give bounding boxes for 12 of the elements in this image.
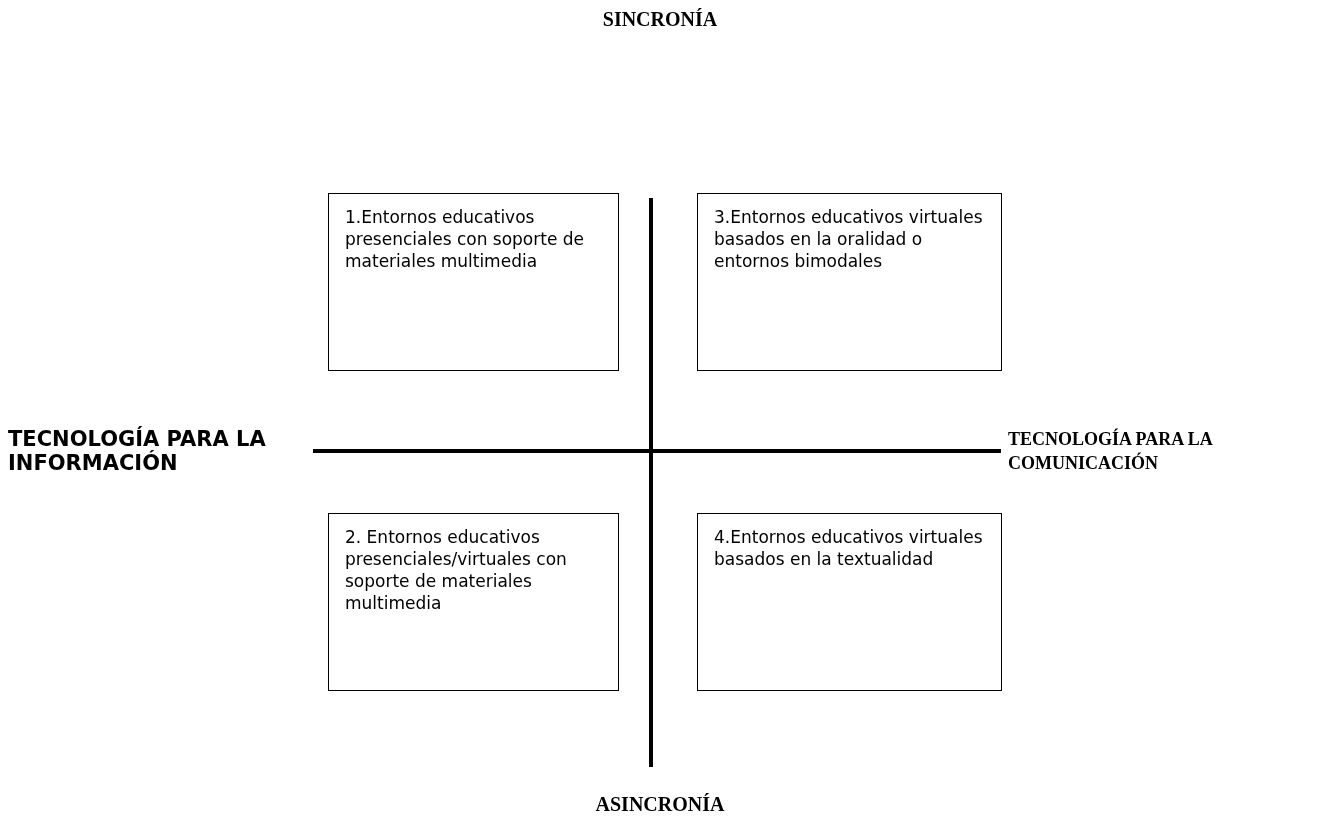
- axis-label: ASINCRONÍA: [594, 793, 726, 816]
- quadrant-text: 4.Entornos educativos virtuales basados en la textualidad: [714, 526, 984, 570]
- quadrant-text: 3.Entornos educativos virtuales basados en la oralidad o entornos bimodales: [714, 206, 984, 272]
- quadrant-box: [697, 513, 1002, 691]
- quadrant-box: [697, 193, 1002, 371]
- quadrant-text: 2. Entornos educativos presenciales/virtuales con soporte de materiales multimedia: [345, 526, 568, 614]
- quadrant-box: [328, 513, 619, 691]
- axis-label: TECNOLOGÍA PARA LA COMUNICACIÓN: [1008, 427, 1214, 475]
- quadrant-text: 1.Entornos educativos presenciales con soporte de materiales multimedia: [345, 206, 586, 272]
- quadrant-box: [328, 193, 619, 371]
- axis-label: TECNOLOGÍA PARA LA INFORMACIÓN: [8, 427, 267, 475]
- axis-label: SINCRONÍA: [601, 8, 719, 31]
